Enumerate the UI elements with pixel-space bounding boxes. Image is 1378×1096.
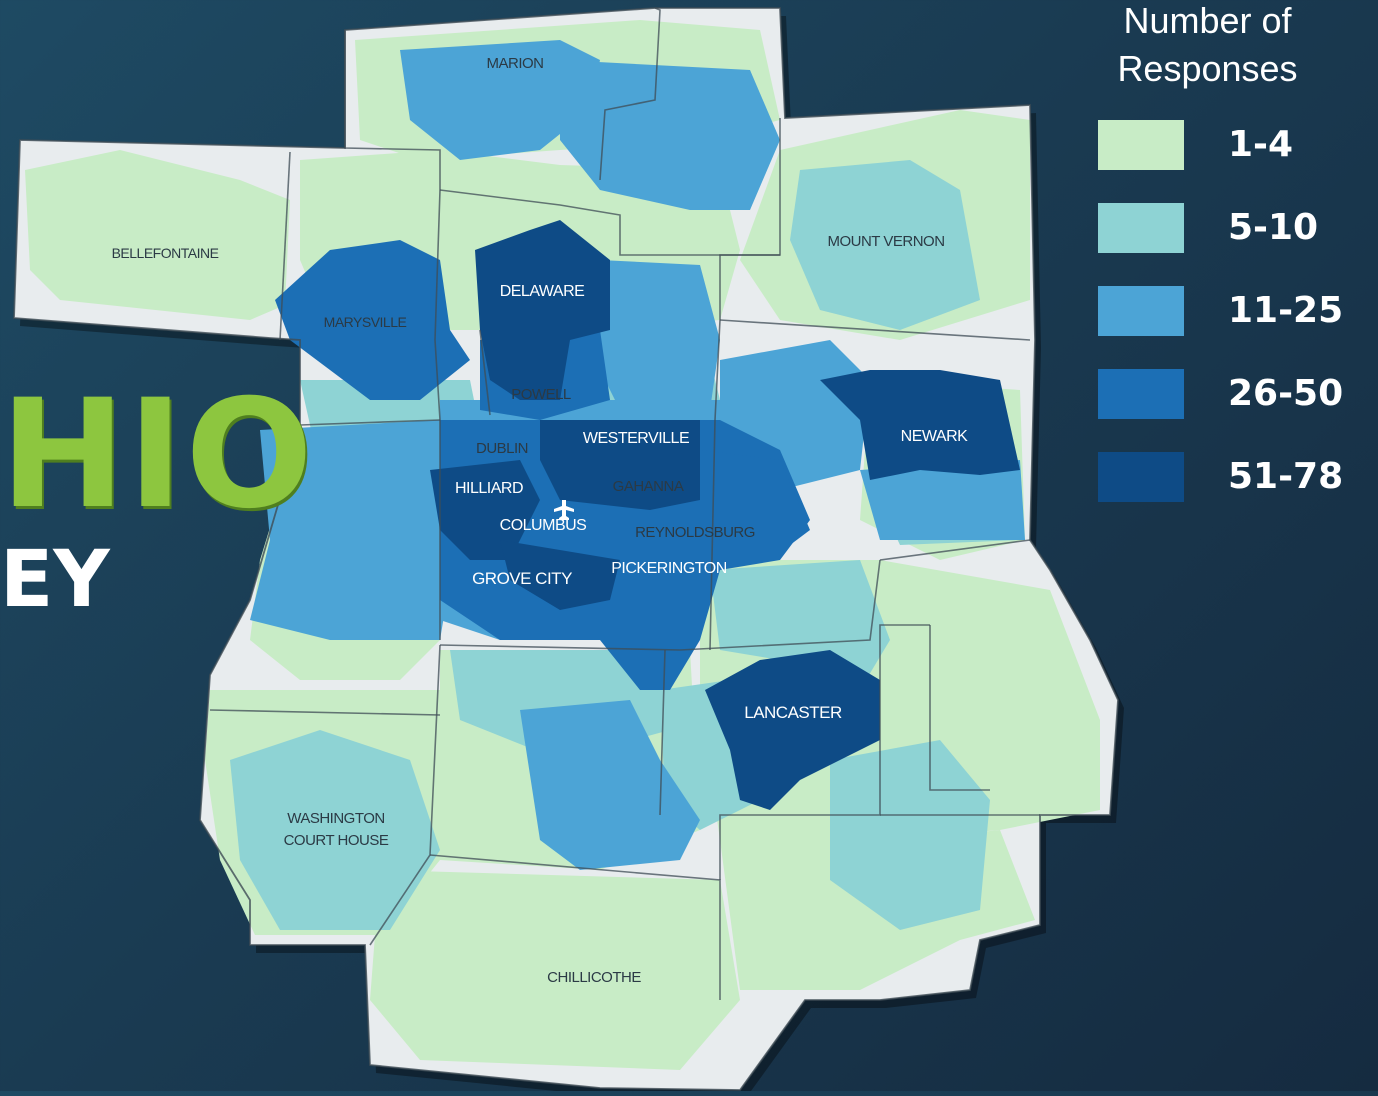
- fairfield-north-area: [710, 560, 890, 690]
- legend-swatch-5: [1098, 452, 1184, 502]
- city-label-chillicothe: CHILLICOTHE: [547, 969, 641, 986]
- county-border-5: [719, 319, 1031, 341]
- county-border-11: [439, 559, 881, 651]
- legend-title-line-1: Number of: [1123, 0, 1292, 41]
- marion-east-area: [560, 60, 780, 210]
- city-label-westerville: WESTERVILLE: [583, 430, 689, 447]
- legend-label-4: 26-50: [1228, 373, 1344, 414]
- county-border-7: [299, 419, 441, 426]
- delaware-central-area: [590, 260, 720, 410]
- columbus-south-area: [500, 540, 620, 610]
- county-border-4: [719, 118, 781, 320]
- ross-area: [370, 870, 740, 1070]
- hilliard-area: [430, 460, 540, 560]
- marion-city-area: [400, 40, 600, 160]
- legend-swatch-4: [1098, 369, 1184, 419]
- legend-label-2: 5-10: [1228, 207, 1319, 248]
- city-label-marysville: MARYSVILLE: [324, 314, 407, 330]
- city-label-dublin: DUBLIN: [476, 440, 528, 457]
- city-label-mount-vernon: MOUNT VERNON: [827, 233, 944, 250]
- city-label-marion: MARION: [487, 55, 544, 72]
- city-label-bellefontaine: BELLEFONTAINE: [112, 245, 219, 261]
- city-label-court-house: COURT HOUSE: [284, 832, 389, 849]
- legend-label-3: 11-25: [1228, 290, 1344, 331]
- bellefontaine-area: [25, 150, 290, 320]
- westerville-area: [540, 420, 700, 510]
- city-label-grove-city: GROVE CITY: [472, 569, 572, 588]
- legend-label-5: 51-78: [1228, 456, 1344, 497]
- pickaway-central-area: [520, 700, 700, 870]
- delaware-city-area: [475, 220, 610, 400]
- legend-swatch-2: [1098, 203, 1184, 253]
- newark-area: [820, 370, 1020, 480]
- marysville-area: [275, 240, 470, 400]
- airport-icon: [554, 500, 574, 520]
- city-label-reynoldsburg: REYNOLDSBURG: [635, 524, 755, 541]
- county-border-12: [209, 709, 441, 716]
- legend-label-1: 1-4: [1228, 124, 1294, 165]
- city-label-hilliard: HILLIARD: [455, 480, 523, 497]
- city-label-newark: NEWARK: [901, 428, 968, 445]
- legend-swatch-3: [1098, 286, 1184, 336]
- mount-vernon-mid-area: [790, 160, 980, 330]
- city-label-delaware: DELAWARE: [500, 283, 585, 300]
- county-border-17: [929, 625, 990, 791]
- lancaster-area: [705, 650, 880, 810]
- madison-east-area: [250, 420, 460, 640]
- county-border-9: [479, 329, 491, 416]
- perry-area: [830, 740, 990, 930]
- city-label-powell: POWELL: [511, 386, 571, 403]
- licking-south-area: [860, 460, 1025, 540]
- reynoldsburg-east-area: [700, 450, 810, 560]
- county-border-6: [279, 151, 291, 341]
- city-label-lancaster: LANCASTER: [744, 703, 842, 722]
- county-border-8: [434, 189, 441, 640]
- page-subtitle-fragment: EY: [0, 535, 110, 625]
- city-label-washington: WASHINGTON: [287, 810, 385, 827]
- city-label-gahanna: GAHANNA: [613, 478, 684, 495]
- county-border-18: [879, 539, 1031, 561]
- city-label-pickerington: PICKERINGTON: [611, 560, 727, 577]
- county-border-15: [659, 649, 666, 816]
- legend-title-line-2: Responses: [1117, 48, 1298, 89]
- fayette-mid-area: [230, 730, 440, 930]
- county-border-2: [599, 7, 661, 181]
- region-outline: [13, 7, 1119, 1091]
- county-border-10: [709, 319, 721, 651]
- page-title-fragment: HIO: [0, 368, 315, 542]
- legend-swatch-1: [1098, 120, 1184, 170]
- city-label-columbus: COLUMBUS: [500, 517, 587, 534]
